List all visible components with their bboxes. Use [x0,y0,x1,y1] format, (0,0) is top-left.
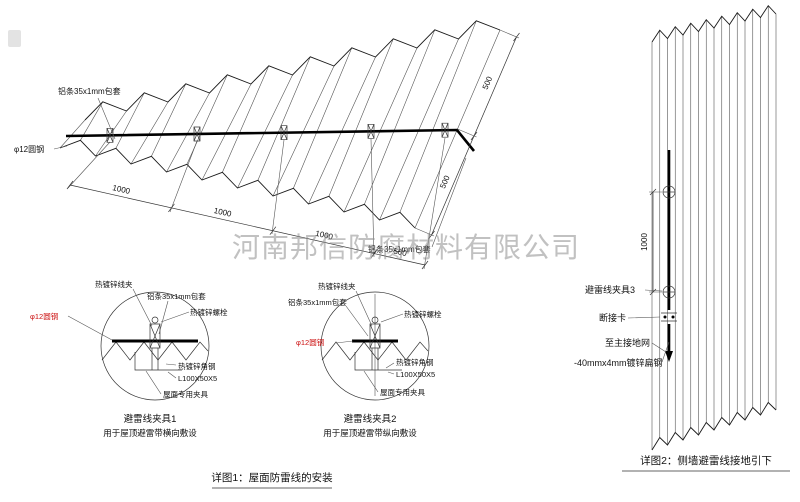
roof-length-dimension: 1000 1000 1000 500 [66,137,446,270]
dim-1000-b: 1000 [213,206,233,219]
down-conductor [661,150,677,362]
label-flat-steel: -40mmx4mm镀锌扁钢 [574,357,663,368]
corner-stamp [8,30,21,47]
clamp2-label-wire-clip: 热镀锌线夹 [318,281,356,291]
roof-sheet [59,20,501,229]
wall-leader-labels: 避雷线夹具3 断接卡 至主接地网 -40mmx4mm镀锌扁钢 [574,284,670,368]
caption-detail1: 详图1：屋面防雷线的安装 [211,471,333,484]
clamp2-label-bolt: 热镀锌螺栓 [404,309,442,319]
clamp1-label-wire-clip: 热镀锌线夹 [95,279,133,289]
clamp-detail-1: 热镀锌线夹 铝条35x1mm包套 热镀锌螺栓 φ12圆钢 热镀锌角钢 L100X… [30,279,228,438]
label-alu-strip-top: 铝条35x1mm包套 [58,86,121,96]
captions: 详图1：屋面防雷线的安装 详图2：侧墙避雷线接地引下 [211,454,790,489]
dim-1000-c: 1000 [314,229,334,242]
label-round-steel-main: φ12圆钢 [14,144,44,154]
dim-500-b: 500 [438,174,452,190]
clamp2-label-angle-spec: L100X50X5 [396,370,435,379]
label-alu-strip-right: 铝条35x1mm包套 [368,244,431,254]
label-clamp3: 避雷线夹具3 [585,284,635,295]
clamp1-label-angle-steel: 热镀锌角钢 [178,361,216,371]
clamp2-title: 避雷线夹具2 [344,413,397,425]
clamp2-label-round-steel: φ12圆钢 [296,337,324,347]
side-wall [651,5,777,451]
clamp2-label-angle-steel: 热镀锌角钢 [396,357,434,367]
clamp2-label-alu-strip: 铝条35x1mm包套 [288,297,347,307]
clamp2-subtitle: 用于屋顶避雷带纵向敷设 [323,428,417,438]
dim-1000-a: 1000 [112,183,132,196]
clamp1-label-round-steel: φ12圆钢 [30,311,58,321]
dim-1000-wall: 1000 [640,233,649,251]
roof-wire-clamps [106,122,449,143]
lightning-wire [65,128,476,152]
clamp1-label-roof-fixture: 屋面专用夹具 [163,389,208,399]
clamp1-label-alu-strip: 铝条35x1mm包套 [147,291,206,301]
ground-arrow [665,351,673,362]
dim-500-a: 500 [393,247,409,259]
clamp1-title: 避雷线夹具1 [124,413,177,425]
clamp1-subtitle: 用于屋顶避雷带横向敷设 [103,428,197,438]
clamp1-label-bolt: 热镀锌螺栓 [190,307,228,317]
label-disconnect: 断接卡 [599,312,626,323]
clamp1-label-angle-spec: L100X50X5 [178,374,217,383]
clamp-detail-2: 热镀锌线夹 铝条35x1mm包套 热镀锌螺栓 φ12圆钢 热镀锌角钢 L100X… [288,281,442,438]
label-to-ground: 至主接地网 [605,337,650,348]
caption-detail2: 详图2：侧墙避雷线接地引下 [640,454,772,467]
roof-leader-labels: 铝条35x1mm包套 φ12圆钢 铝条35x1mm包套 [14,86,467,254]
clamp2-label-roof-fixture: 屋面专用夹具 [380,387,425,397]
dim-500-c: 500 [481,75,495,91]
wall-dimension: 1000 [640,188,662,296]
